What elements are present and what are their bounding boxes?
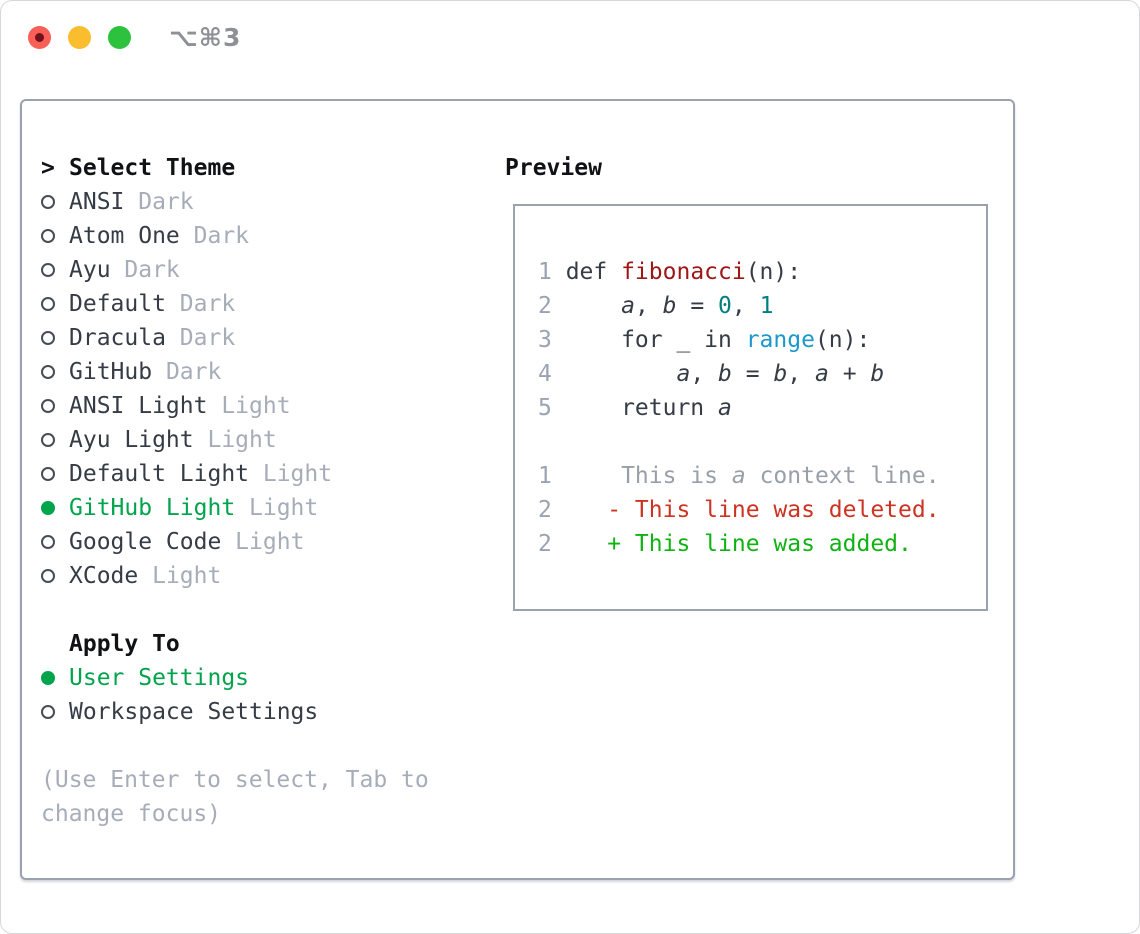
- selected-radio-icon: [41, 671, 55, 685]
- preview-code-line: 2 + This line was added.: [538, 527, 986, 561]
- theme-variant-tag: Light: [207, 393, 291, 419]
- spacer-row: [41, 729, 429, 763]
- help-text-line: change focus): [41, 801, 222, 827]
- radio-icon: [41, 399, 55, 413]
- radio-icon: [41, 263, 55, 277]
- apply-option-workspace-settings[interactable]: Workspace Settings: [41, 695, 429, 729]
- header-prefix: >: [41, 155, 55, 181]
- radio-icon: [41, 297, 55, 311]
- theme-option-label: Default: [69, 291, 166, 317]
- theme-variant-tag: Dark: [124, 189, 194, 215]
- theme-variant-tag: Light: [249, 461, 333, 487]
- apply-option-label: Workspace Settings: [69, 699, 319, 725]
- window-titlebar: ⌥⌘3: [1, 1, 1139, 73]
- preview-code-line: 4 a, b = b, a + b: [538, 357, 986, 391]
- line-number: 5: [538, 395, 552, 421]
- apply-option-label: User Settings: [69, 665, 250, 691]
- theme-option-label: Atom One: [69, 223, 180, 249]
- minimize-button[interactable]: [68, 26, 91, 49]
- apply-to-title: Apply To: [69, 631, 180, 657]
- theme-option-github-light[interactable]: GitHub Light Light: [41, 491, 429, 525]
- theme-variant-tag: Dark: [152, 359, 222, 385]
- line-number: 2: [538, 497, 552, 523]
- preview-code-line: 5 return a: [538, 391, 986, 425]
- theme-option-xcode[interactable]: XCode Light: [41, 559, 429, 593]
- radio-icon: [41, 195, 55, 209]
- theme-option-ansi-light[interactable]: ANSI Light Light: [41, 389, 429, 423]
- theme-option-label: Ayu: [69, 257, 111, 283]
- theme-option-label: Default Light: [69, 461, 250, 487]
- line-number: 2: [538, 531, 552, 557]
- radio-icon: [41, 467, 55, 481]
- window-title-shortcut: ⌥⌘3: [169, 23, 242, 52]
- theme-option-github[interactable]: GitHub Dark: [41, 355, 429, 389]
- line-number: 4: [538, 361, 552, 387]
- modified-indicator-dot: [35, 33, 44, 42]
- theme-option-ayu-light[interactable]: Ayu Light Light: [41, 423, 429, 457]
- theme-variant-tag: Light: [193, 427, 277, 453]
- zoom-button[interactable]: [108, 26, 131, 49]
- theme-option-default-light[interactable]: Default Light Light: [41, 457, 429, 491]
- line-number: 2: [538, 293, 552, 319]
- line-number: 1: [538, 463, 552, 489]
- theme-option-label: GitHub Light: [69, 495, 236, 521]
- line-number: 1: [538, 259, 552, 285]
- theme-variant-tag: Light: [138, 563, 222, 589]
- theme-option-label: ANSI: [69, 189, 125, 215]
- theme-option-default[interactable]: Default Dark: [41, 287, 429, 321]
- theme-option-label: GitHub: [69, 359, 153, 385]
- radio-icon: [41, 535, 55, 549]
- preview-blank-line: [538, 425, 986, 459]
- theme-option-label: Dracula: [69, 325, 166, 351]
- radio-icon: [41, 331, 55, 345]
- theme-variant-tag: Dark: [179, 223, 250, 249]
- theme-variant-tag: Light: [235, 495, 319, 521]
- help-text-line: (Use Enter to select, Tab to: [41, 767, 429, 793]
- radio-icon: [41, 365, 55, 379]
- theme-option-label: Ayu Light: [69, 427, 194, 453]
- theme-option-label: ANSI Light: [69, 393, 208, 419]
- radio-icon: [41, 229, 55, 243]
- radio-icon: [41, 569, 55, 583]
- theme-option-ayu[interactable]: Ayu Dark: [41, 253, 429, 287]
- theme-option-dracula[interactable]: Dracula Dark: [41, 321, 429, 355]
- radio-icon: [41, 433, 55, 447]
- preview-code-line: 2 a, b = 0, 1: [538, 289, 986, 323]
- theme-option-ansi[interactable]: ANSI Dark: [41, 185, 429, 219]
- theme-list-title: Select Theme: [69, 155, 236, 181]
- theme-variant-tag: Dark: [165, 291, 236, 317]
- theme-variant-tag: Dark: [165, 325, 236, 351]
- theme-option-label: XCode: [69, 563, 139, 589]
- preview-header: Preview: [505, 155, 602, 181]
- theme-list-header: > Select Theme: [41, 151, 429, 185]
- apply-to-header: Apply To: [41, 627, 429, 661]
- radio-icon: [41, 705, 55, 719]
- preview-code-line: 2 - This line was deleted.: [538, 493, 986, 527]
- apply-option-user-settings[interactable]: User Settings: [41, 661, 429, 695]
- preview-code-line: 3 for _ in range(n):: [538, 323, 986, 357]
- selected-radio-icon: [41, 501, 55, 515]
- theme-variant-tag: Dark: [110, 257, 180, 283]
- preview-code-line: 1 This is a context line.: [538, 459, 986, 493]
- close-button[interactable]: [28, 26, 51, 49]
- theme-option-google-code[interactable]: Google Code Light: [41, 525, 429, 559]
- theme-variant-tag: Light: [221, 529, 305, 555]
- spacer-row: [41, 593, 429, 627]
- line-number: 3: [538, 327, 552, 353]
- theme-option-label: Google Code: [69, 529, 222, 555]
- theme-option-atom-one[interactable]: Atom One Dark: [41, 219, 429, 253]
